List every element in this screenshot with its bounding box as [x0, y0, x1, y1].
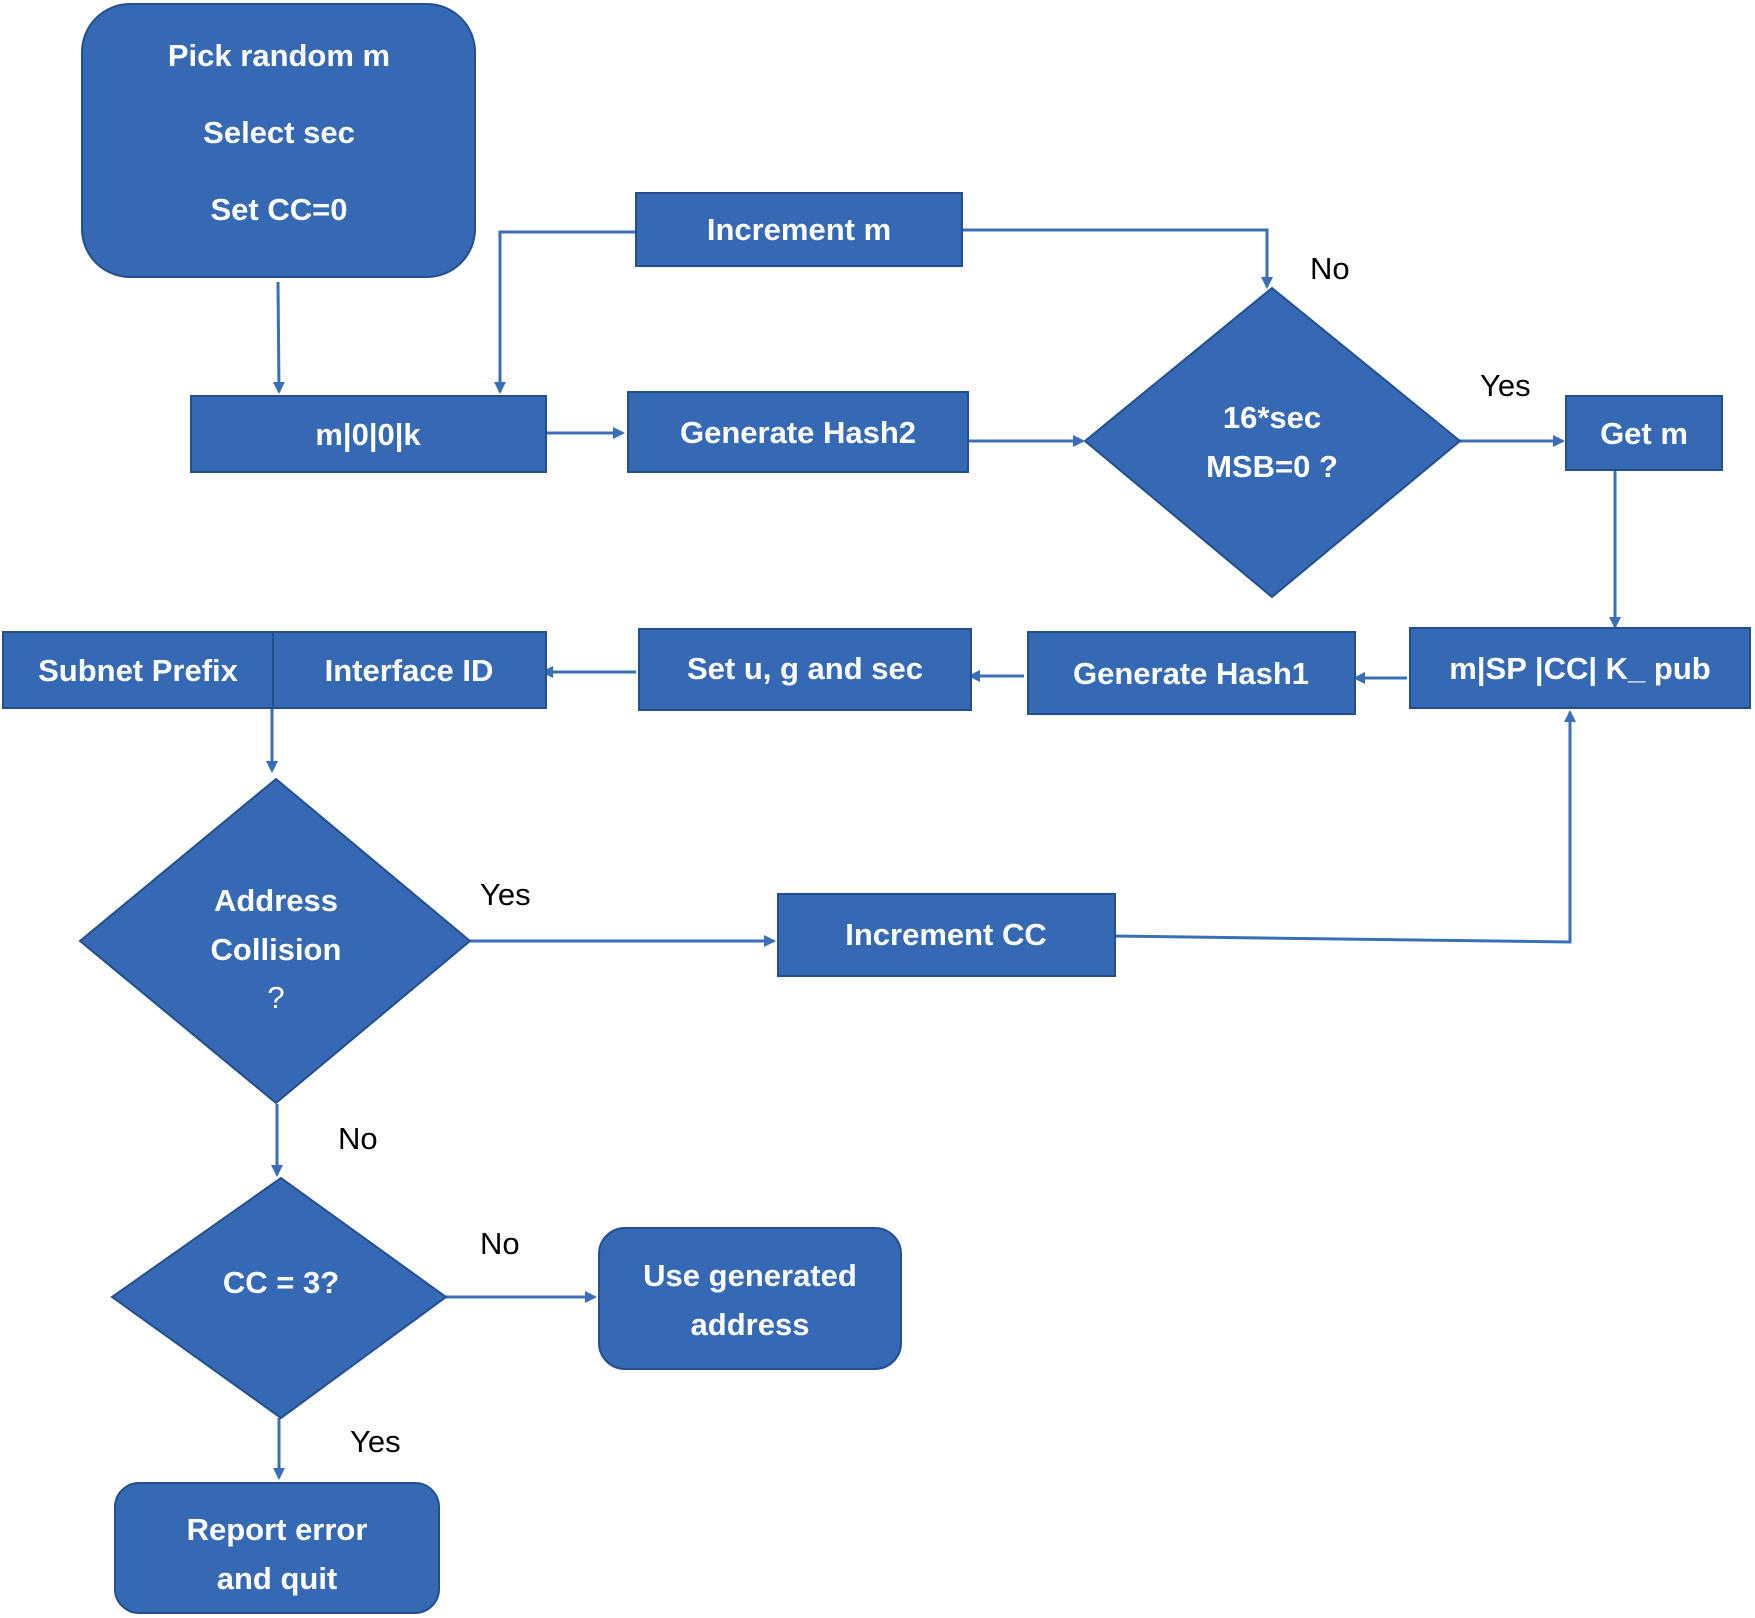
increment-cc-label: Increment CC: [845, 917, 1047, 952]
edge-start-to-m00k: [272, 281, 285, 394]
collision-no-label: No: [338, 1121, 378, 1156]
collision-yes-label: Yes: [480, 877, 531, 912]
collision-check-line-3: ?: [267, 980, 284, 1015]
report-error-line-1: Report error: [187, 1512, 368, 1547]
concat-node: m|SP |CC| K_ pub: [1409, 627, 1751, 709]
report-error-node: Report error and quit: [114, 1482, 440, 1614]
msb-check-line-1: 16*sec: [1223, 400, 1321, 435]
collision-check-diamond: Address Collision ?: [78, 777, 472, 1105]
increment-m-label: Increment m: [707, 212, 891, 247]
get-m-label: Get m: [1600, 416, 1688, 451]
set-ugsec-label: Set u, g and sec: [687, 651, 923, 686]
use-address-line-1: Use generated: [643, 1258, 857, 1293]
m00k-node: m|0|0|k: [190, 395, 547, 473]
use-address-node: Use generated address: [598, 1227, 902, 1370]
cc-check-diamond: CC = 3?: [110, 1176, 448, 1420]
interface-id-cell: [272, 631, 547, 709]
address-node: Subnet Prefix Interface ID: [2, 631, 547, 709]
start-node: Pick random m Select sec Set CC=0: [81, 3, 476, 278]
interface-id-label: Interface ID: [325, 653, 494, 688]
start-line-1: Pick random m: [168, 38, 390, 73]
generate-hash2-label: Generate Hash2: [680, 415, 916, 450]
edges: [266, 228, 1621, 1480]
subnet-prefix-cell: [2, 631, 274, 709]
cc-yes-label: Yes: [350, 1424, 401, 1459]
edge-increment-m-to-m00k: [494, 230, 636, 394]
start-line-3: Set CC=0: [211, 192, 348, 227]
msb-check-diamond: 16*sec MSB=0 ?: [1083, 286, 1462, 599]
generate-hash1-label: Generate Hash1: [1073, 656, 1309, 691]
msb-no-label: No: [1310, 251, 1350, 286]
cc-no-label: No: [480, 1226, 520, 1261]
collision-check-line-1: Address: [214, 883, 338, 918]
generate-hash1-node: Generate Hash1: [1027, 631, 1356, 715]
start-line-2: Select sec: [203, 115, 355, 150]
edge-increment-m-to-msb-check: [962, 228, 1273, 289]
use-address-line-2: address: [691, 1307, 810, 1342]
set-ugsec-node: Set u, g and sec: [638, 628, 972, 711]
concat-label: m|SP |CC| K_ pub: [1449, 651, 1710, 686]
increment-cc-node: Increment CC: [777, 893, 1116, 977]
nodes: Pick random m Select sec Set CC=0 Increm…: [2, 3, 1751, 1614]
msb-yes-label: Yes: [1480, 368, 1531, 403]
edge-increment-cc-to-concat: [1111, 710, 1576, 944]
cc-check-label: CC = 3?: [223, 1265, 339, 1300]
m00k-label: m|0|0|k: [315, 417, 421, 452]
subnet-prefix-label: Subnet Prefix: [38, 653, 239, 688]
generate-hash2-node: Generate Hash2: [627, 391, 969, 473]
increment-m-node: Increment m: [635, 192, 963, 267]
report-error-line-2: and quit: [217, 1561, 338, 1596]
get-m-node: Get m: [1565, 395, 1723, 471]
edge-labels: No Yes Yes No No Yes: [338, 251, 1531, 1459]
collision-check-line-2: Collision: [211, 932, 342, 967]
msb-check-line-2: MSB=0 ?: [1206, 449, 1338, 484]
